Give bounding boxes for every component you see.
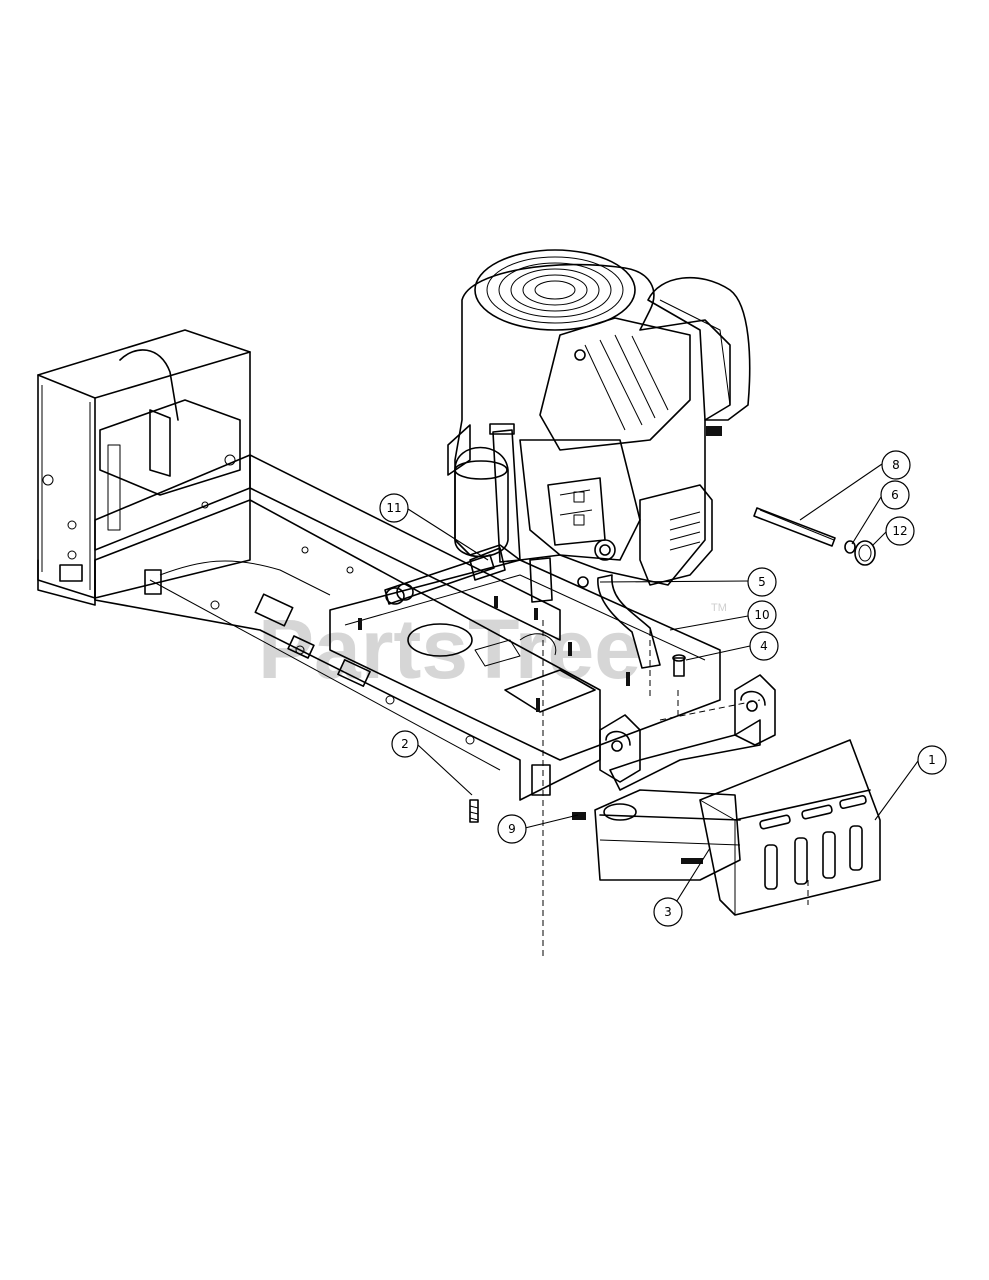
callout-6-label: 6 bbox=[891, 488, 899, 502]
callout-11[interactable]: 11 bbox=[379, 493, 409, 523]
plate-bolts bbox=[358, 596, 630, 712]
loose-shaft-parts bbox=[753, 507, 876, 566]
bolt-4 bbox=[672, 654, 686, 677]
callout-3[interactable]: 3 bbox=[653, 897, 683, 927]
callout-10[interactable]: 10 bbox=[747, 600, 777, 630]
bolt-2 bbox=[469, 799, 479, 823]
callout-5-label: 5 bbox=[758, 575, 766, 589]
callout-6[interactable]: 6 bbox=[880, 480, 910, 510]
callout-4-label: 4 bbox=[760, 639, 768, 653]
callout-2-label: 2 bbox=[401, 737, 409, 751]
center-lines bbox=[542, 620, 809, 960]
drive-shaft bbox=[384, 547, 506, 605]
grille-slots bbox=[759, 794, 867, 890]
bolt-9 bbox=[572, 812, 586, 820]
callout-1-label: 1 bbox=[928, 753, 936, 767]
callout-2[interactable]: 2 bbox=[391, 730, 419, 758]
callout-4[interactable]: 4 bbox=[749, 631, 779, 661]
callout-11-label: 11 bbox=[386, 501, 401, 515]
engine bbox=[447, 249, 751, 603]
callout-9-label: 9 bbox=[508, 822, 516, 836]
watermark: PartsTree TM bbox=[258, 602, 727, 696]
front-shroud bbox=[699, 739, 881, 916]
callouts: 1 2 3 4 5 6 8 9 10 11 12 bbox=[379, 450, 947, 927]
callout-1[interactable]: 1 bbox=[917, 745, 947, 775]
callout-3-label: 3 bbox=[664, 905, 672, 919]
hood-hinge-brackets bbox=[599, 674, 776, 791]
oil-drain-tube bbox=[597, 574, 661, 669]
callout-9[interactable]: 9 bbox=[497, 814, 527, 844]
callout-12-label: 12 bbox=[892, 524, 907, 538]
callout-5[interactable]: 5 bbox=[747, 567, 777, 597]
callout-10-label: 10 bbox=[754, 608, 769, 622]
callout-8[interactable]: 8 bbox=[881, 450, 911, 480]
rear-frame-tower bbox=[37, 329, 251, 606]
fuel-tank bbox=[594, 789, 741, 881]
main-frame-rails bbox=[94, 454, 601, 801]
callout-8-label: 8 bbox=[892, 458, 900, 472]
callout-12[interactable]: 12 bbox=[885, 516, 915, 546]
watermark-trademark: TM bbox=[711, 602, 727, 614]
